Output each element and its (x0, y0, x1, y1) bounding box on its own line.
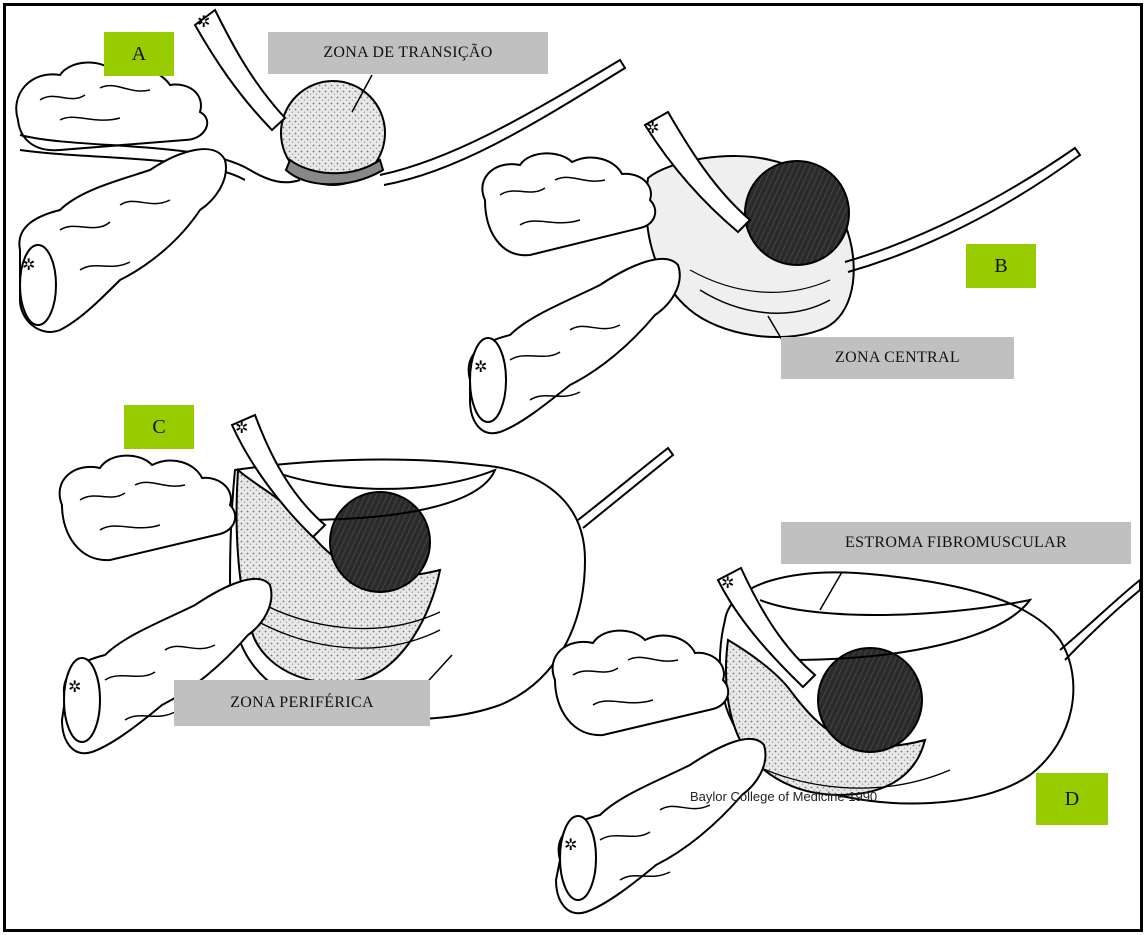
label-peripheral-zone: ZONA PERIFÉRICA (174, 680, 430, 726)
panel-letter-c: C (124, 405, 194, 449)
seminal-vesicle-b (482, 153, 655, 255)
panel-d-drawing: ✲ ✲ (553, 568, 1140, 913)
label-fibromuscular-stroma: ESTROMA FIBROMUSCULAR (781, 522, 1131, 564)
svg-text:✲: ✲ (564, 837, 577, 854)
label-transition-zone: ZONA DE TRANSIÇÃO (268, 32, 548, 74)
panel-letter-b: B (966, 244, 1036, 288)
panel-letter-a: A (104, 32, 174, 76)
svg-text:✲: ✲ (646, 120, 659, 137)
seminal-vesicle-c (60, 456, 236, 561)
svg-text:✲: ✲ (474, 359, 487, 376)
seminal-vesicle-d (553, 631, 729, 736)
panel-letter-d: D (1036, 773, 1108, 825)
svg-text:✲: ✲ (197, 14, 210, 31)
label-central-zone: ZONA CENTRAL (781, 337, 1014, 379)
svg-text:✲: ✲ (22, 257, 35, 274)
credit-text: Baylor College of Medicine 1990 (690, 789, 877, 804)
svg-text:✲: ✲ (721, 575, 734, 592)
svg-text:✲: ✲ (68, 679, 81, 696)
svg-text:✲: ✲ (235, 420, 248, 437)
